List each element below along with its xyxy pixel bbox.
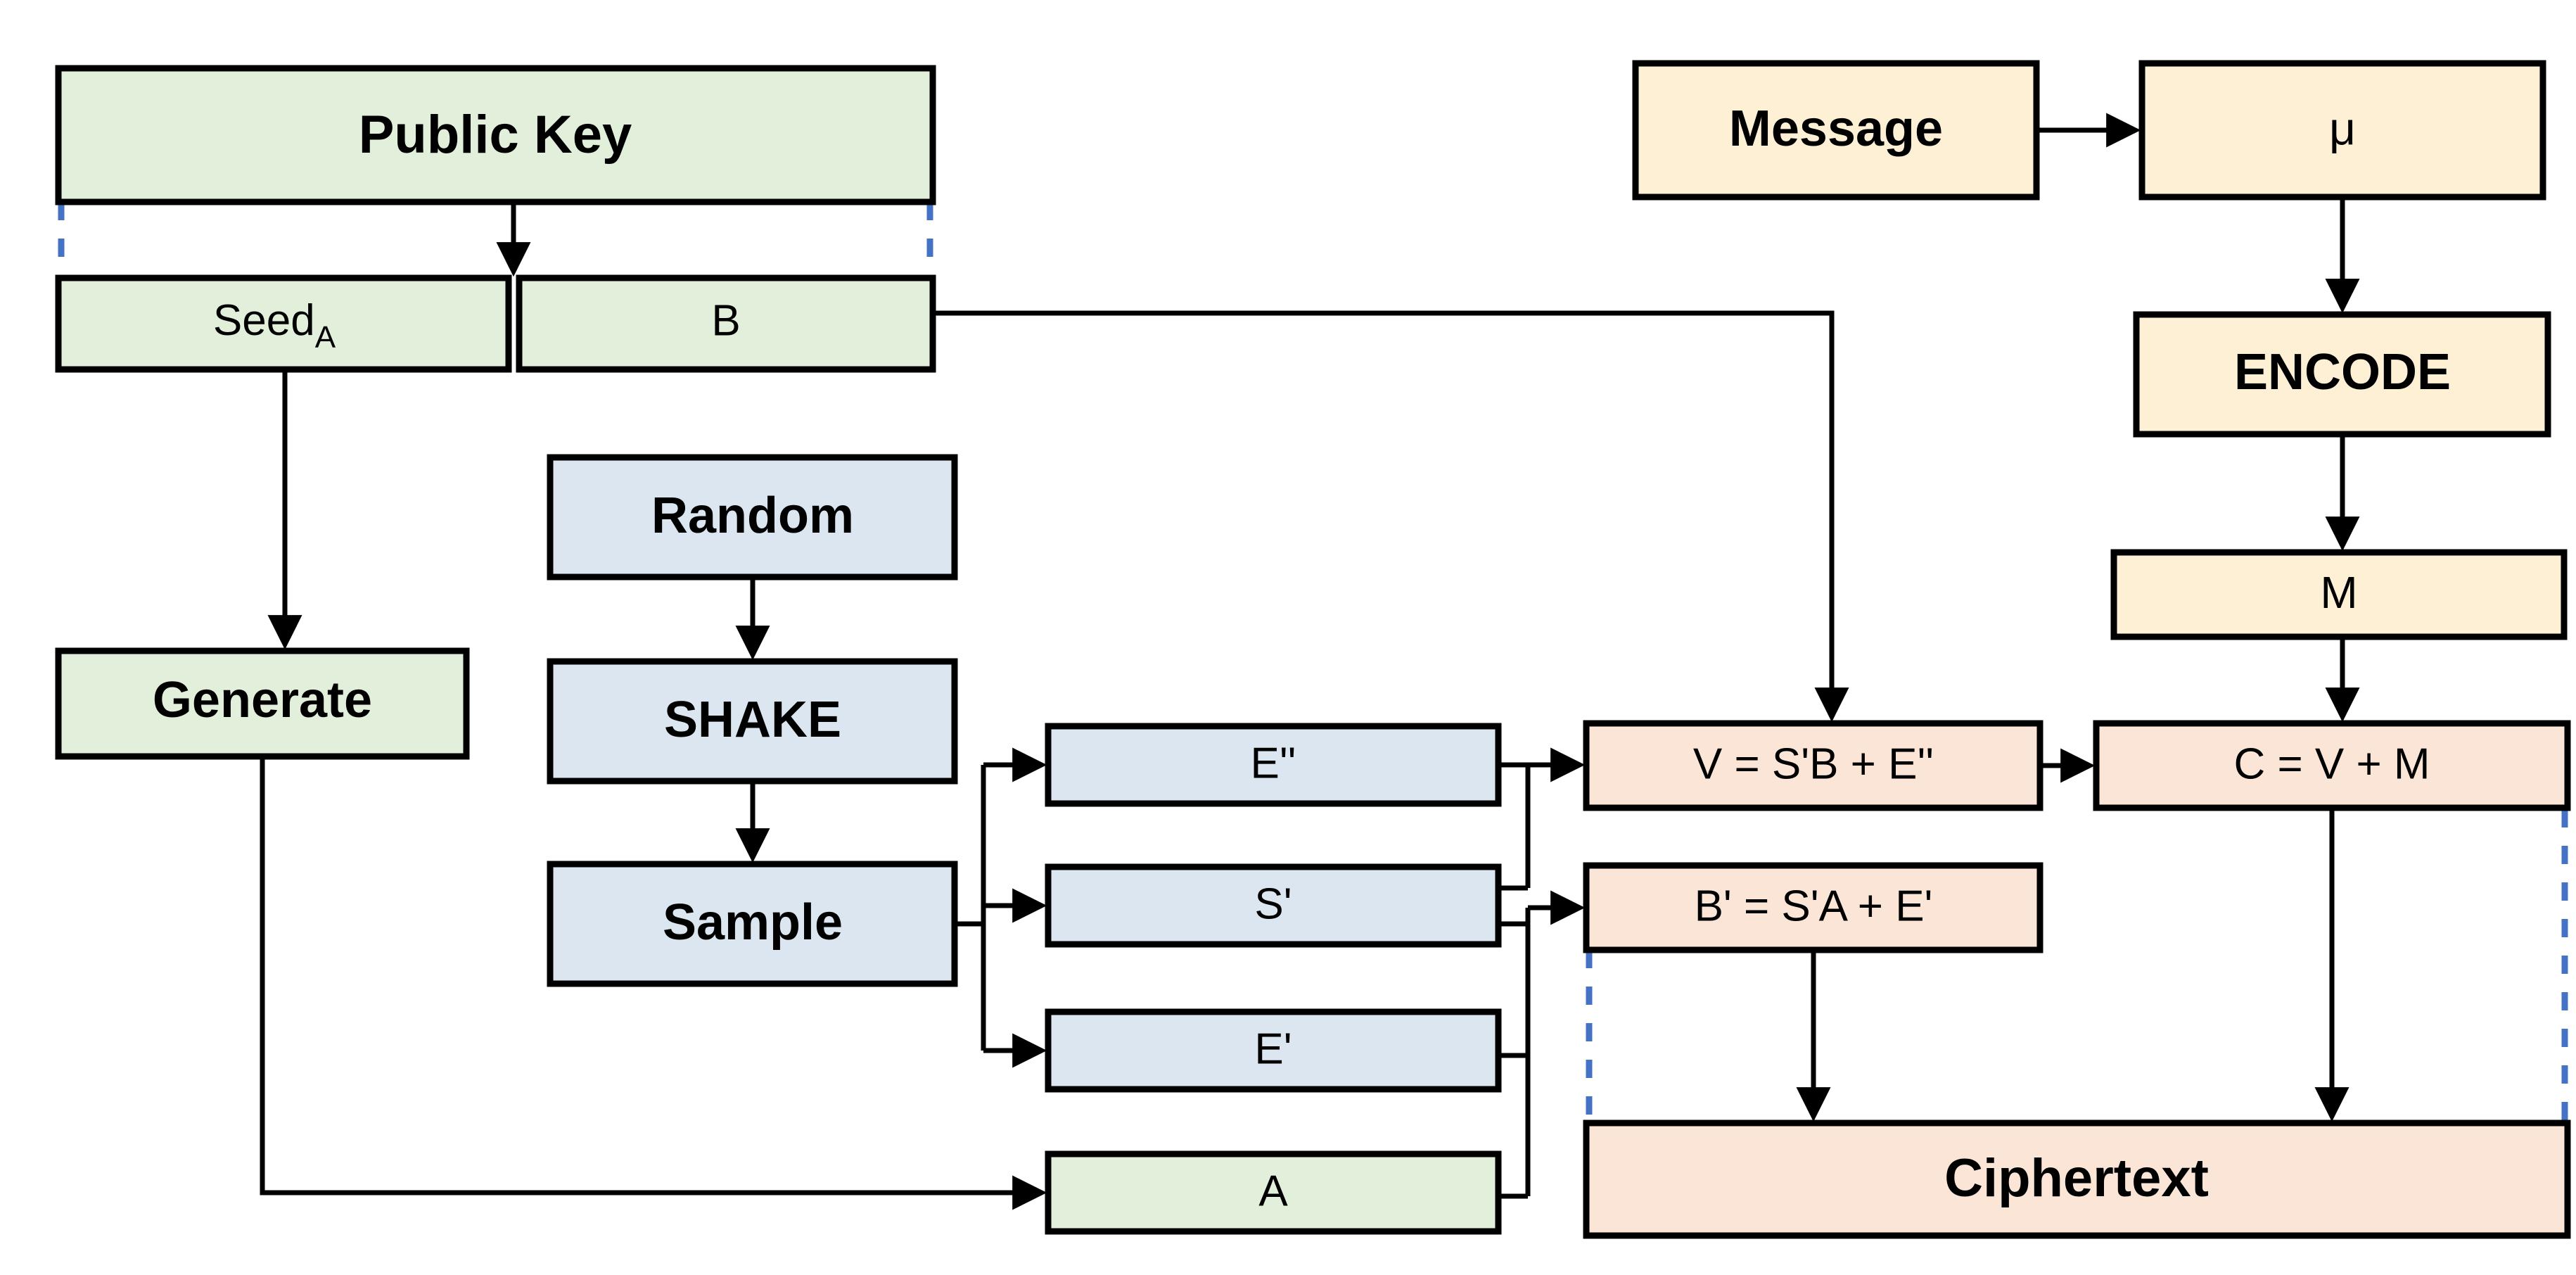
node-m-matrix[interactable]: M (2110, 549, 2568, 640)
node-b-matrix-label: B (711, 296, 740, 345)
node-sample[interactable]: Sample (547, 861, 958, 987)
node-b-matrix[interactable]: B (516, 274, 936, 373)
edge-b-to-v (933, 310, 1849, 723)
node-c-compute-label: C = V + M (2233, 740, 2430, 788)
edge-s-prime-e-prime-a-to-b-prime (1498, 890, 1586, 1199)
node-mu[interactable]: μ (2138, 60, 2546, 201)
node-random[interactable]: Random (547, 454, 958, 581)
node-shake-label: SHAKE (664, 692, 841, 748)
node-m-matrix-label: M (2320, 567, 2357, 618)
node-e-double-label: E'' (1250, 739, 1296, 787)
public-key-group-bracket (58, 202, 933, 281)
node-e-prime-label: E' (1254, 1025, 1292, 1073)
node-public-key-label: Public Key (359, 105, 632, 165)
node-b-prime[interactable]: B' = S'A + E' (1583, 862, 2043, 953)
node-public-key[interactable]: Public Key (55, 65, 936, 205)
node-sample-label: Sample (663, 894, 843, 951)
node-v-compute[interactable]: V = S'B + E'' (1583, 720, 2043, 811)
node-encode-label: ENCODE (2234, 344, 2451, 400)
node-e-double[interactable]: E'' (1045, 723, 1502, 807)
node-v-compute-label: V = S'B + E'' (1693, 740, 1934, 788)
edge-e-double-s-prime-to-v (1498, 747, 1586, 891)
node-generate[interactable]: Generate (55, 647, 470, 760)
node-ciphertext[interactable]: Ciphertext (1583, 1119, 2571, 1239)
node-ciphertext-label: Ciphertext (1944, 1148, 2209, 1208)
node-random-label: Random (651, 488, 854, 544)
node-encode[interactable]: ENCODE (2133, 311, 2551, 438)
node-s-prime[interactable]: S' (1045, 863, 1502, 948)
node-b-prime-label: B' = S'A + E' (1695, 882, 1933, 930)
node-shake[interactable]: SHAKE (547, 658, 958, 785)
node-c-compute[interactable]: C = V + M (2093, 720, 2571, 811)
edge-generate-to-a (260, 756, 1047, 1210)
edge-sample-to-sampled-bus (955, 747, 1047, 1068)
node-a-matrix[interactable]: A (1045, 1150, 1502, 1235)
node-generate-label: Generate (153, 672, 372, 728)
node-s-prime-label: S' (1254, 880, 1292, 928)
node-e-prime[interactable]: E' (1045, 1008, 1502, 1093)
node-message[interactable]: Message (1632, 60, 2040, 201)
node-a-matrix-label: A (1258, 1167, 1288, 1215)
node-mu-label: μ (2329, 102, 2356, 154)
node-seed-a[interactable]: SeedA (55, 274, 512, 373)
node-message-label: Message (1729, 101, 1943, 157)
node-seed-a-label: SeedA (213, 296, 336, 354)
ciphertext-group-bracket (1586, 809, 2568, 1126)
